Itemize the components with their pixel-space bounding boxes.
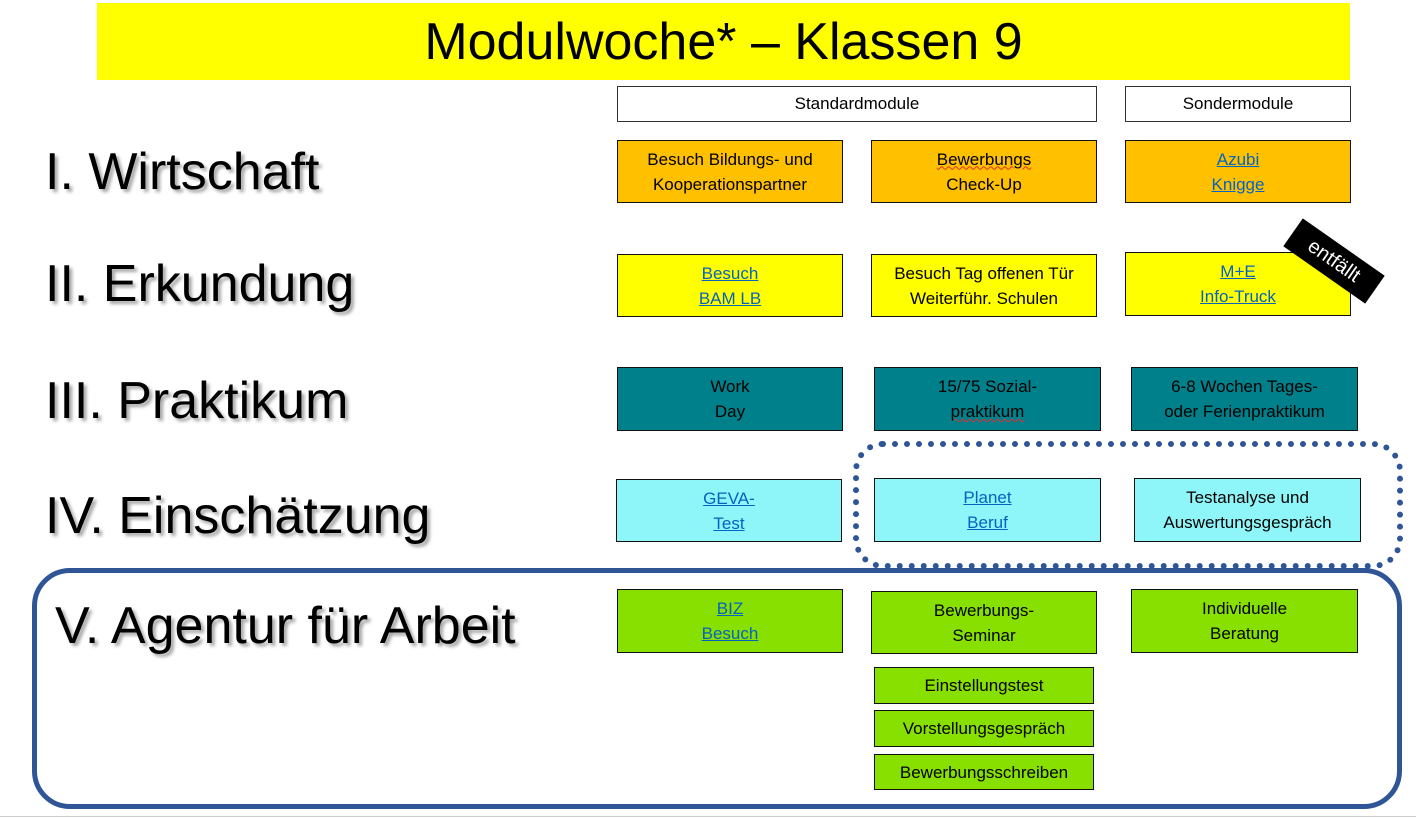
- module-line: Bewerbungs: [936, 149, 1032, 169]
- module-line: Seminar: [952, 625, 1016, 645]
- submodule-bewerbungsschreiben: Bewerbungsschreiben: [874, 754, 1094, 790]
- header-standardmodule: Standardmodule: [617, 86, 1097, 122]
- module-link[interactable]: Azubi: [1216, 149, 1260, 169]
- submodule-einstellungstest: Einstellungstest: [874, 667, 1094, 704]
- module-ferienpraktikum: 6-8 Wochen Tages- oder Ferienpraktikum: [1131, 367, 1358, 431]
- module-line: 6-8 Wochen Tages-: [1171, 377, 1318, 396]
- module-link[interactable]: Planet: [963, 488, 1012, 507]
- module-link[interactable]: Besuch: [701, 624, 759, 643]
- header-sondermodule: Sondermodule: [1125, 86, 1351, 122]
- row-label-einschaetzung: IV. Einschätzung: [45, 487, 431, 545]
- module-line: 15/75 Sozial-: [937, 377, 1038, 396]
- module-link[interactable]: Info-Truck: [1200, 287, 1276, 306]
- module-line: Check-Up: [946, 174, 1022, 194]
- slide-bottom-border: [0, 816, 1416, 817]
- row-label-wirtschaft: I. Wirtschaft: [45, 143, 320, 201]
- module-link[interactable]: Test: [713, 513, 745, 533]
- module-line: Besuch Bildungs- und: [647, 149, 813, 169]
- module-line: Individuelle: [1201, 599, 1288, 618]
- module-geva-test[interactable]: GEVA- Test: [616, 479, 842, 542]
- module-planet-beruf[interactable]: Planet Beruf: [874, 478, 1101, 542]
- module-bildungspartner: Besuch Bildungs- und Kooperationspartner: [617, 140, 843, 203]
- row-label-agentur: V. Agentur für Arbeit: [55, 597, 516, 655]
- module-line: Work: [710, 377, 750, 396]
- module-azubi-knigge[interactable]: Azubi Knigge: [1125, 140, 1351, 203]
- module-sozialpraktikum: 15/75 Sozial- praktikum: [874, 367, 1101, 431]
- module-line: Weiterführ. Schulen: [909, 288, 1059, 308]
- module-line: Besuch Tag offenen Tür: [894, 263, 1074, 283]
- module-line: Kooperationspartner: [652, 174, 808, 194]
- module-link[interactable]: M+E: [1220, 262, 1256, 281]
- module-work-day: Work Day: [617, 367, 843, 431]
- module-bewerbungs-checkup: Bewerbungs Check-Up: [871, 140, 1097, 203]
- module-individuelle-beratung: Individuelle Beratung: [1131, 589, 1358, 653]
- module-testanalyse: Testanalyse und Auswertungsgespräch: [1134, 478, 1361, 542]
- agentur-group-frame: [32, 568, 1402, 809]
- row-label-erkundung: II. Erkundung: [45, 255, 355, 313]
- dotted-group-frame: [853, 441, 1403, 569]
- module-line: Auswertungsgespräch: [1163, 513, 1332, 532]
- module-line: Day: [714, 402, 746, 421]
- module-link[interactable]: Besuch: [701, 263, 759, 283]
- module-besuch-bam[interactable]: Besuch BAM LB: [617, 254, 843, 317]
- module-link[interactable]: GEVA-: [703, 488, 755, 508]
- submodule-vorstellungsgespraech: Vorstellungsgespräch: [874, 710, 1094, 747]
- module-link[interactable]: BIZ: [716, 599, 744, 618]
- module-bewerbungsseminar: Bewerbungs- Seminar: [871, 591, 1097, 654]
- slide-title: Modulwoche* – Klassen 9: [97, 3, 1350, 80]
- row-label-praktikum: III. Praktikum: [45, 372, 349, 430]
- module-line: Testanalyse und: [1186, 488, 1309, 507]
- module-line: Beratung: [1210, 624, 1279, 643]
- module-line: Bewerbungs-: [933, 600, 1035, 620]
- module-line: praktikum: [950, 402, 1025, 421]
- module-biz-besuch[interactable]: BIZ Besuch: [617, 589, 843, 653]
- module-tag-offenen-tuer: Besuch Tag offenen Tür Weiterführ. Schul…: [871, 254, 1097, 317]
- module-link[interactable]: Knigge: [1211, 174, 1265, 194]
- module-link[interactable]: Beruf: [967, 513, 1008, 532]
- module-line: oder Ferienpraktikum: [1164, 402, 1325, 421]
- module-link[interactable]: BAM LB: [698, 288, 762, 308]
